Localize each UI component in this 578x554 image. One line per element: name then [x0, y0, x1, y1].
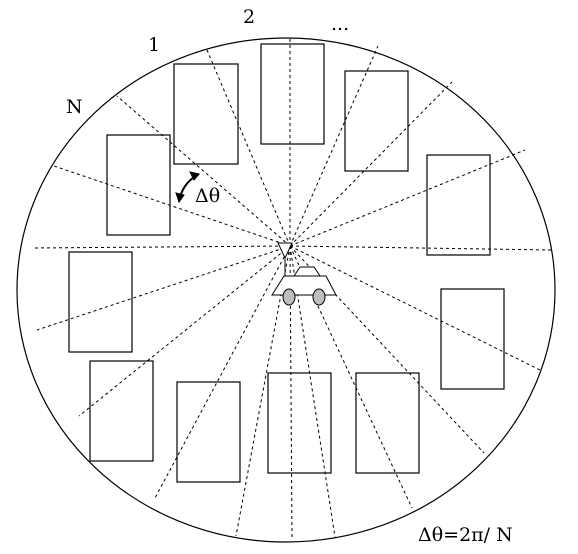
label-sector-1: 1: [148, 34, 160, 56]
obstacle-3: [344, 70, 409, 172]
sector-line: [36, 245, 291, 331]
sector-line: [289, 149, 526, 247]
boundary-ellipse: [16, 37, 556, 543]
obstacle-6: [68, 251, 133, 353]
sector-line: [289, 81, 453, 247]
label-formula: Δθ=2π/ N: [418, 524, 513, 546]
obstacle-9: [176, 381, 241, 483]
sector-line: [206, 49, 291, 247]
sector-line: [31, 245, 291, 249]
obstacle-5: [106, 134, 171, 236]
sector-line: [116, 95, 291, 247]
label-sector-2: 2: [243, 6, 255, 28]
obstacle-10: [267, 372, 332, 474]
antenna-icon: [277, 242, 293, 260]
rotation-arrow-icon: [175, 171, 200, 204]
sector-line: [289, 45, 379, 247]
label-sector-more: ...: [331, 13, 349, 35]
obstacle-2: [260, 43, 325, 145]
label-delta-theta: Δθ: [195, 185, 220, 207]
obstacle-8: [89, 360, 154, 462]
robot-body: [271, 275, 337, 296]
robot-wheel-right: [312, 288, 326, 306]
sector-line: [289, 245, 485, 454]
sector-line: [289, 245, 552, 251]
sector-line: [289, 245, 541, 371]
obstacles: [68, 43, 505, 483]
robot-icon: [271, 242, 337, 306]
obstacle-11: [355, 372, 420, 474]
robot-wheel-left: [282, 288, 296, 306]
label-sector-n: N: [66, 96, 83, 118]
sector-line: [78, 245, 291, 417]
sector-line: [53, 165, 291, 247]
obstacle-7: [440, 288, 505, 390]
obstacle-4: [426, 154, 491, 256]
robot-cabin: [293, 266, 321, 277]
obstacle-1: [173, 63, 239, 165]
